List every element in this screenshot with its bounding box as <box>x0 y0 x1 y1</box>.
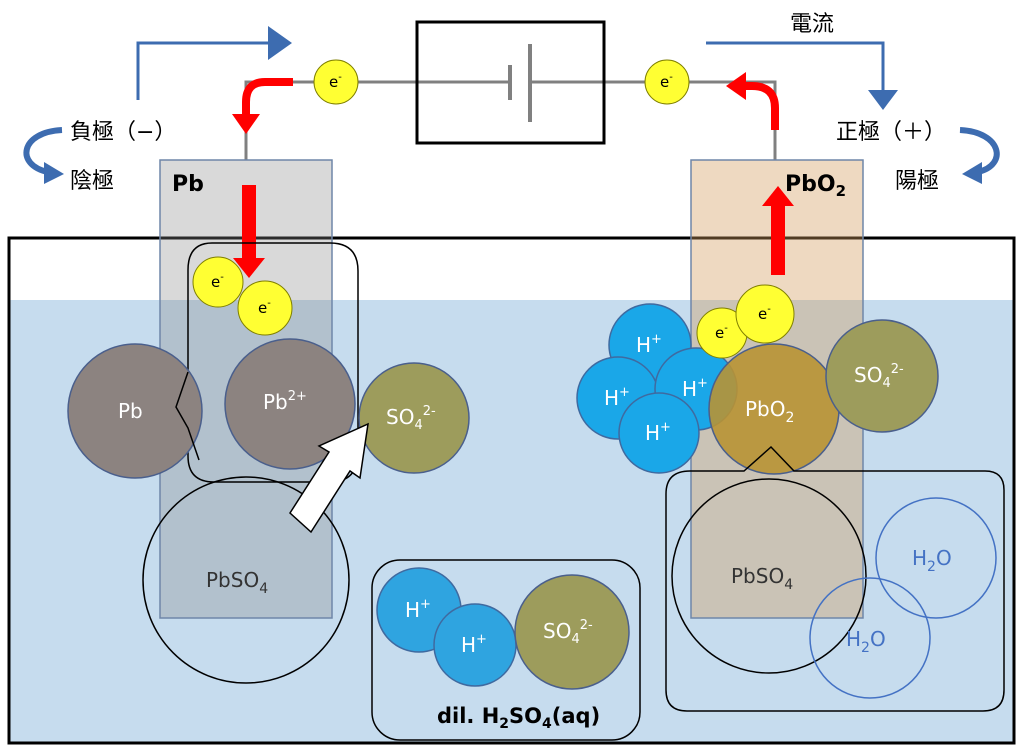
pb2-ion: Pb2+ <box>224 338 356 470</box>
current-arrow-right <box>706 41 898 110</box>
svg-text:e-: e- <box>758 304 771 323</box>
electron-flow-arrow-down <box>233 185 265 278</box>
electron-pbo2-2: e- <box>735 284 795 344</box>
sulfate-ion-left: SO42- <box>358 362 470 474</box>
svg-text:PbSO4: PbSO4 <box>206 568 268 597</box>
svg-text:e-: e- <box>660 72 673 91</box>
lead-sulfate-right: PbSO4 <box>671 478 867 674</box>
svg-text:H+: H+ <box>405 597 431 622</box>
svg-text:SO42-: SO42- <box>543 618 593 647</box>
water-molecule-2: H2O <box>809 577 931 699</box>
pb-fracture-line <box>175 371 200 461</box>
sulfate-ion-right: SO42- <box>825 319 939 433</box>
svg-text:e-: e- <box>258 298 271 317</box>
sulfate-migration-arrow <box>289 422 369 534</box>
svg-text:SO42-: SO42- <box>854 362 904 391</box>
svg-text:H+: H+ <box>461 632 487 657</box>
electrolyte-group-outline <box>371 559 641 741</box>
tank-outline <box>7 236 1016 745</box>
water-molecule-1: H2O <box>875 497 997 619</box>
current-arrow-left <box>136 26 292 100</box>
cathode-label: 陰極 <box>70 169 114 194</box>
lead-sulfate-left: PbSO4 <box>142 476 350 684</box>
svg-text:H2O: H2O <box>846 627 886 656</box>
electrolyte-label: dil. H2SO4(aq) <box>437 704 600 732</box>
electron-flow-arrow-up <box>762 186 794 275</box>
electron-flow-arrow-left-top <box>232 78 293 134</box>
electron-pbo2-1: e- <box>696 307 748 359</box>
electron-flow-arrow-right-top <box>726 72 779 130</box>
svg-text:Pb2+: Pb2+ <box>263 389 307 414</box>
svg-text:PbSO4: PbSO4 <box>731 564 793 593</box>
svg-text:Pb: Pb <box>118 399 143 423</box>
electrode-label-pbo2: PbO2 <box>785 172 846 200</box>
electron-circuit-right: e- <box>644 59 690 105</box>
svg-text:e-: e- <box>211 272 224 291</box>
pb-atom: Pb <box>67 343 203 479</box>
pbo2-reaction-group-outline <box>665 445 1005 712</box>
electron-pb-1: e- <box>192 256 244 308</box>
negative-pole-label: 負極（−） <box>70 120 176 145</box>
electron-circuit-left: e- <box>313 59 359 105</box>
curved-arrow-right <box>959 127 1000 184</box>
battery-box <box>415 20 606 145</box>
curved-arrow-left <box>23 127 64 184</box>
svg-text:H+: H+ <box>604 385 630 410</box>
sulfate-ion-center: SO42- <box>514 574 630 690</box>
anode-label: 陽極 <box>895 169 939 194</box>
svg-text:H2O: H2O <box>912 546 952 575</box>
svg-text:H+: H+ <box>645 420 671 445</box>
svg-text:SO42-: SO42- <box>386 404 436 433</box>
svg-text:H+: H+ <box>682 376 708 401</box>
svg-text:PbO2: PbO2 <box>745 397 794 426</box>
svg-text:e-: e- <box>715 323 728 342</box>
electron-pb-2: e- <box>237 280 293 336</box>
electrode-label-pb: Pb <box>172 172 204 197</box>
svg-text:e-: e- <box>329 72 342 91</box>
hydrogen-ion-right-4: H+ <box>618 392 700 474</box>
current-label: 電流 <box>790 12 834 37</box>
hydrogen-ion-center-2: H+ <box>433 603 517 687</box>
lead-dioxide-molecule: PbO2 <box>708 343 840 475</box>
positive-pole-label: 正極（＋） <box>836 120 946 145</box>
svg-text:H+: H+ <box>636 332 662 357</box>
